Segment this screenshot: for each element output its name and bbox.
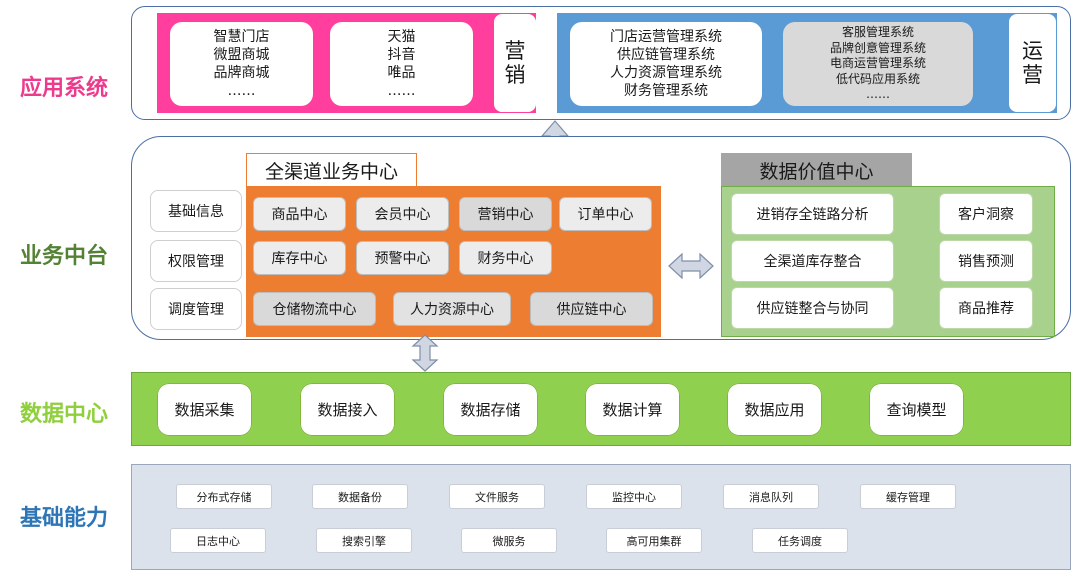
operations-item: 客服管理系统: [841, 25, 914, 40]
data-value-center-title: 数据价值中心: [721, 153, 912, 187]
module-product-center: 商品中心: [253, 197, 346, 231]
marketing-group-platform: 天猫 抖音 唯品 ……: [330, 22, 473, 106]
layer-label-data: 数据中心: [19, 402, 108, 427]
infra-monitor-center: 监控中心: [586, 484, 682, 509]
operations-item: 人力资源管理系统: [610, 65, 722, 81]
module-hr-center: 人力资源中心: [393, 292, 511, 326]
layer-label-business: 业务中台: [19, 244, 108, 269]
marketing-item: 抖音: [387, 47, 416, 63]
module-finance-center: 财务中心: [459, 241, 552, 275]
data-collection: 数据采集: [157, 383, 252, 436]
operations-label: 运 营: [1009, 14, 1056, 112]
marketing-item: 唯品: [387, 65, 416, 81]
infra-message-queue: 消息队列: [723, 484, 819, 509]
data-access: 数据接入: [300, 383, 395, 436]
marketing-item: 天猫: [387, 29, 416, 45]
query-model: 查询模型: [869, 383, 964, 436]
operations-item: 供应链管理系统: [617, 47, 715, 63]
infra-search-engine: 搜索引擎: [316, 528, 412, 553]
data-computation: 数据计算: [585, 383, 680, 436]
marketing-item: 微盟商城: [213, 47, 270, 63]
arrow-updown-icon: [411, 334, 439, 372]
marketing-group-store: 智慧门店 微盟商城 品牌商城 ……: [170, 22, 313, 106]
omni-center-title: 全渠道业务中心: [246, 153, 417, 187]
marketing-item: 智慧门店: [213, 29, 270, 45]
operations-item: 电商运营管理系统: [829, 56, 926, 71]
side-item-permission: 权限管理: [150, 240, 242, 282]
module-warning-center: 预警中心: [356, 241, 449, 275]
layer-label-infra: 基础能力: [19, 506, 108, 531]
dv-item-supply-chain-collab: 供应链整合与协同: [731, 287, 894, 329]
infra-ha-cluster: 高可用集群: [606, 528, 702, 553]
module-marketing-center: 营销中心: [459, 197, 552, 231]
dv-item-sales-forecast: 销售预测: [939, 240, 1033, 282]
marketing-item: ……: [387, 83, 416, 99]
data-storage: 数据存储: [443, 383, 538, 436]
module-order-center: 订单中心: [559, 197, 652, 231]
marketing-item: 品牌商城: [213, 65, 270, 81]
operations-group-core: 门店运营管理系统 供应链管理系统 人力资源管理系统 财务管理系统: [570, 22, 762, 106]
operations-item: 低代码应用系统: [835, 71, 920, 86]
infra-band: [131, 464, 1071, 570]
dv-item-customer-insight: 客户洞察: [939, 193, 1033, 235]
infra-task-scheduling: 任务调度: [752, 528, 848, 553]
marketing-item: ……: [227, 83, 256, 99]
data-application: 数据应用: [727, 383, 822, 436]
side-item-scheduling: 调度管理: [150, 288, 242, 330]
infra-log-center: 日志中心: [170, 528, 266, 553]
module-warehouse-logistics-center: 仓储物流中心: [253, 292, 376, 326]
arrow-leftright-icon: [668, 253, 714, 279]
infra-data-backup: 数据备份: [312, 484, 408, 509]
operations-item: 品牌创意管理系统: [829, 40, 926, 55]
side-item-basic-info: 基础信息: [150, 190, 242, 232]
operations-item: 门店运营管理系统: [610, 29, 722, 45]
infra-microservice: 微服务: [461, 528, 557, 553]
layer-label-app: 应用系统: [19, 76, 108, 101]
module-inventory-center: 库存中心: [253, 241, 346, 275]
operations-item: ……: [866, 87, 890, 102]
operations-group-extra: 客服管理系统 品牌创意管理系统 电商运营管理系统 低代码应用系统 ……: [783, 22, 973, 106]
module-supply-chain-center: 供应链中心: [530, 292, 653, 326]
infra-distributed-storage: 分布式存储: [176, 484, 272, 509]
operations-item: 财务管理系统: [624, 83, 708, 99]
dv-item-product-recommend: 商品推荐: [939, 287, 1033, 329]
dv-item-full-chain-analysis: 进销存全链路分析: [731, 193, 894, 235]
dv-item-inventory-integration: 全渠道库存整合: [731, 240, 894, 282]
marketing-label: 营 销: [494, 14, 536, 112]
infra-cache-management: 缓存管理: [860, 484, 956, 509]
module-member-center: 会员中心: [356, 197, 449, 231]
infra-file-service: 文件服务: [449, 484, 545, 509]
